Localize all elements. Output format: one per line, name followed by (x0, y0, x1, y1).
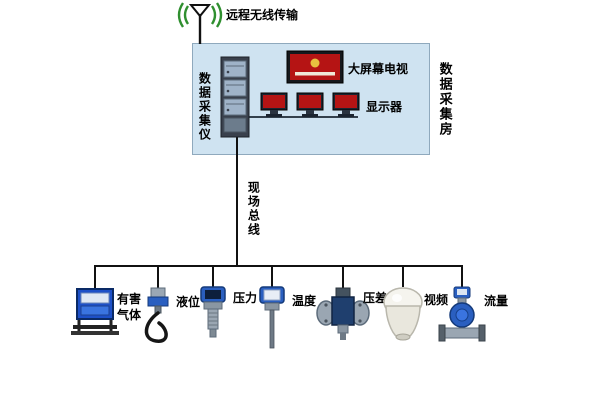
fieldbus-label: 现场总线 (246, 181, 261, 237)
daq-cabinet-icon (220, 56, 250, 143)
device-level-icon (138, 287, 178, 352)
tv-label: 大屏幕电视 (348, 62, 409, 76)
drop-line-level (157, 266, 159, 288)
daq-label: 数据采集仪 (197, 72, 212, 142)
drop-line-diff-pressure (342, 266, 344, 288)
device-label-diff-pressure: 压差 (363, 291, 388, 305)
device-diff-pressure-icon (315, 287, 371, 346)
device-label-pressure: 压力 (233, 291, 258, 305)
device-harmful-gas-icon (69, 287, 121, 342)
bus-line (94, 265, 463, 267)
antenna-icon (174, 2, 226, 49)
device-temperature-icon (252, 286, 292, 355)
device-label-video: 视频 (424, 293, 449, 307)
device-label-harmful-gas: 有害气体 (117, 292, 142, 322)
drop-line-flow (461, 266, 463, 287)
device-label-flow: 流量 (484, 294, 509, 308)
wireless-transmission-label: 远程无线传输 (226, 8, 299, 22)
room-label: 数据采集房 (437, 62, 453, 137)
tv-icon (286, 50, 344, 89)
device-label-temperature: 温度 (292, 294, 317, 308)
device-pressure-icon (193, 286, 233, 349)
device-label-level: 液位 (176, 295, 201, 309)
drop-line-temperature (271, 266, 273, 287)
drop-line-harmful-gas (94, 266, 96, 288)
device-video-icon (381, 286, 425, 347)
drop-line-pressure (212, 266, 214, 287)
monitors-label: 显示器 (366, 100, 403, 114)
monitors-icon (260, 92, 360, 125)
drop-line-video (402, 266, 404, 287)
device-flow-icon (437, 286, 487, 349)
fieldbus-line (236, 136, 238, 266)
